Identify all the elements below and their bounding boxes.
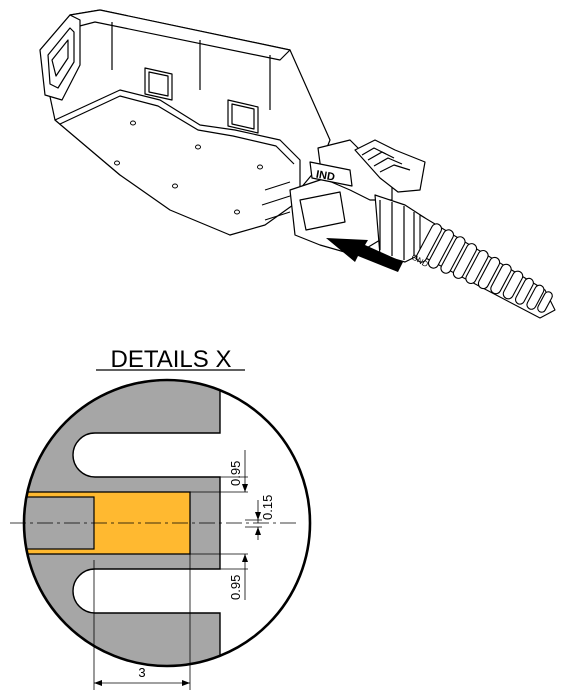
arrow-left-icon: [326, 238, 403, 272]
dimension-upper-gap: 0.95: [228, 461, 243, 486]
brand-marking: IND: [315, 169, 336, 184]
cable-sleeve: [374, 194, 426, 263]
connector-isometric-view: IND GND: [39, 9, 556, 319]
dimension-depth: 3: [138, 665, 145, 680]
detail-magnified-view: [24, 380, 221, 666]
dimension-offset: 0.15: [260, 495, 275, 520]
connector-lever: [354, 139, 426, 193]
detail-title: DETAILS X: [111, 346, 232, 373]
faceplate-screw-holes: [114, 120, 263, 215]
cable-boot: [415, 214, 556, 319]
dimension-lower-gap: 0.95: [228, 575, 243, 600]
housing-faceplate: [54, 89, 301, 236]
dimension-arrows: [94, 484, 261, 686]
